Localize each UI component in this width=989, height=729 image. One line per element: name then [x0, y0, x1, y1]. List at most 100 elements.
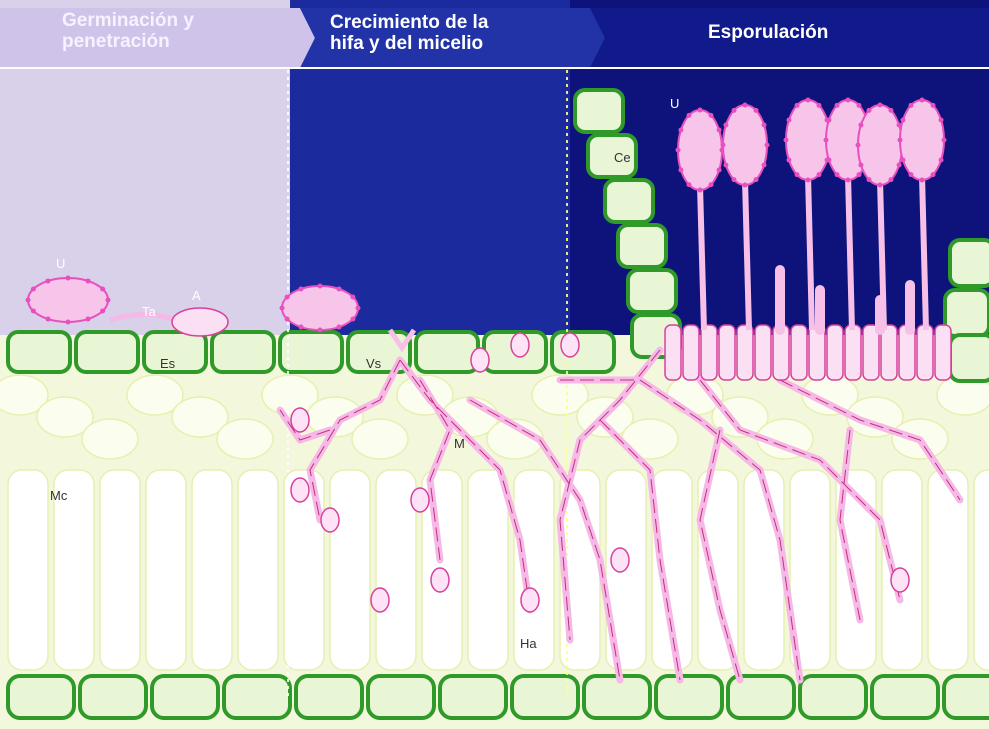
spore-spine — [732, 108, 737, 113]
spore-spine — [762, 163, 767, 168]
epidermis-cell — [800, 676, 866, 718]
spore-spine — [698, 108, 703, 113]
epidermis-cell — [512, 676, 578, 718]
spore-spine — [356, 306, 361, 311]
spore-spine — [817, 172, 822, 177]
epidermis-cell — [8, 676, 74, 718]
palisade-cell — [238, 470, 278, 670]
spore-spine — [721, 143, 726, 148]
haustorium — [291, 478, 309, 502]
spore-spine — [857, 172, 862, 177]
spore-spine — [698, 188, 703, 193]
haustorium — [291, 408, 309, 432]
spore-spine — [743, 103, 748, 108]
sporogenous-cell — [665, 325, 681, 380]
label-vs: Vs — [366, 356, 381, 371]
spore-spine — [350, 295, 355, 300]
spore-spine — [826, 158, 831, 163]
spore-spine — [46, 317, 51, 322]
haustorium — [561, 333, 579, 357]
spore-spine — [920, 98, 925, 103]
label-ha: Ha — [520, 636, 537, 651]
spore-spine — [285, 317, 290, 322]
spore-spine — [900, 158, 905, 163]
label-m: M — [454, 436, 465, 451]
label-ta: Ta — [142, 304, 156, 319]
spore-spine — [66, 276, 71, 281]
spore-spine — [754, 108, 759, 113]
palisade-cell — [974, 470, 989, 670]
spore-spine — [678, 168, 683, 173]
stage-title-growth: Crecimiento de la hifa y del micelio — [330, 12, 488, 54]
spore-spine — [889, 177, 894, 182]
spore-pedicel — [848, 175, 852, 330]
sporogenous-cell — [737, 325, 753, 380]
spore-spine — [878, 183, 883, 188]
spore-body — [900, 100, 944, 180]
spore-spine — [299, 325, 304, 330]
spore-spine — [732, 177, 737, 182]
epidermis-cell — [552, 332, 614, 372]
label-ce: Ce — [614, 150, 631, 165]
spore-spine — [66, 320, 71, 325]
spore-spine — [795, 103, 800, 108]
spongy-cell — [217, 419, 273, 459]
spore-spine — [889, 108, 894, 113]
spore-spine — [900, 118, 905, 123]
haustorium — [891, 568, 909, 592]
sporogenous-cell — [845, 325, 861, 380]
epidermis-cell — [872, 676, 938, 718]
palisade-cell — [468, 470, 508, 670]
spore-spine — [318, 284, 323, 289]
spore-spine — [857, 103, 862, 108]
spore-spine — [817, 103, 822, 108]
lower-epidermis — [8, 676, 989, 718]
spore-spine — [723, 163, 728, 168]
palisade-cell — [330, 470, 370, 670]
spore-spine — [100, 287, 105, 292]
spore-body — [28, 278, 108, 322]
epidermis-cell — [80, 676, 146, 718]
epidermis-cell — [8, 332, 70, 372]
epidermis-cell — [416, 332, 478, 372]
spore-spine — [709, 113, 714, 118]
spore-spine — [743, 183, 748, 188]
haustorium — [471, 348, 489, 372]
spore-spine — [856, 143, 861, 148]
spore-spine — [920, 178, 925, 183]
spore-spine — [846, 98, 851, 103]
spore-body — [786, 100, 830, 180]
spore-spine — [717, 168, 722, 173]
label-mc: Mc — [50, 488, 67, 503]
haustorium — [321, 508, 339, 532]
spore-spine — [795, 172, 800, 177]
spore-spine — [106, 298, 111, 303]
spore-spine — [337, 325, 342, 330]
sporogenous-cell — [791, 325, 807, 380]
spore-spine — [26, 298, 31, 303]
sporogenous-cell — [683, 325, 699, 380]
spore-spine — [31, 309, 36, 314]
spore-spine — [709, 182, 714, 187]
spore-spine — [765, 143, 770, 148]
stage-title-sporulation: Esporulación — [708, 22, 828, 43]
ruptured-epidermis-cell — [575, 90, 623, 132]
spore-spine — [858, 123, 863, 128]
haustorium — [521, 588, 539, 612]
ruptured-epidermis-cell — [950, 335, 989, 381]
epidermis-cell — [368, 676, 434, 718]
sporogenous-cell — [917, 325, 933, 380]
spore-spine — [350, 317, 355, 322]
epidermis-cell — [212, 332, 274, 372]
spore-spine — [687, 182, 692, 187]
spore-spine — [806, 178, 811, 183]
spore-spine — [717, 128, 722, 133]
spore-spine — [46, 278, 51, 283]
ruptured-epidermis-cell — [605, 180, 653, 222]
spore-spine — [299, 286, 304, 291]
spore-spine — [280, 306, 285, 311]
spore-spine — [826, 118, 831, 123]
epidermis-cell — [296, 676, 362, 718]
